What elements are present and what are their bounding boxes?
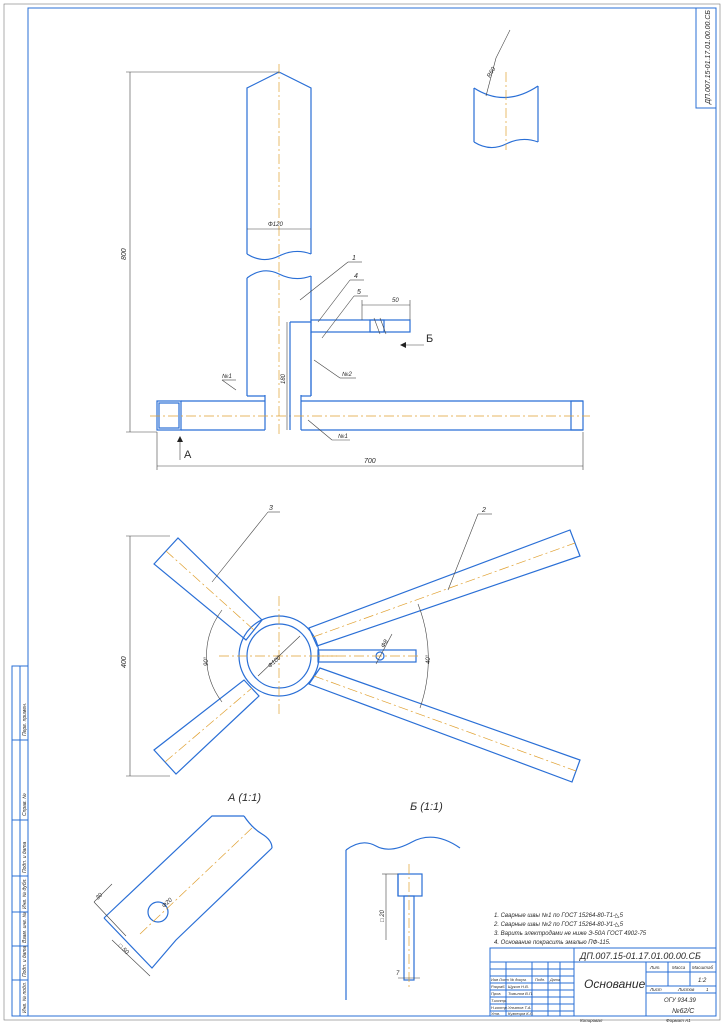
hdr-date: Дата	[549, 978, 560, 982]
leg-upper-right	[308, 529, 581, 647]
section-a-square: □ 50	[117, 943, 130, 956]
org-line1: ОГУ 934.39	[664, 998, 696, 1004]
role-0: Разраб.	[491, 984, 505, 989]
role-2: Т.контр.	[491, 998, 507, 1003]
callout-2: 2	[481, 507, 486, 514]
notes: 1. Сварные швы №1 по ГОСТ 15264-80-Т1-◺5…	[493, 912, 647, 946]
weld-1a: №1	[222, 373, 232, 380]
section-a-hole	[147, 901, 169, 923]
leg-lower-left	[153, 679, 260, 775]
role-0-name: Щукин Н.В.	[508, 984, 529, 989]
side-strip: Перв. примен. Справ. № Подп. и дата Инв.…	[11, 665, 29, 1017]
callout-1: 1	[352, 255, 356, 262]
angle-90: 90°	[204, 656, 210, 666]
role-3: Н.контр.	[491, 1005, 508, 1010]
role-1: Пров.	[491, 991, 502, 996]
corner-code-box: ДП.007.15-01.17.01.00.00.СБ	[695, 7, 717, 109]
callout-5: 5	[357, 289, 361, 296]
strip-label-5: Подп. и дата	[22, 945, 28, 977]
plan-view: 400 Ф100 90° 40° Ф8 3 2	[121, 505, 581, 783]
angle-40: 40°	[426, 654, 432, 664]
title-name: Основание	[584, 977, 646, 991]
hdr-sign: Подп.	[535, 978, 545, 982]
pin-holder	[310, 319, 411, 333]
col-mass: Масса	[672, 965, 686, 970]
hdr-ndoc: № докум.	[510, 978, 527, 982]
leg-upper-left	[153, 537, 263, 641]
dim-height: 800	[121, 248, 128, 260]
section-b-square: □ 20	[380, 909, 386, 922]
section-a-title: А (1:1)	[227, 792, 261, 804]
hdr-list: Лист	[498, 978, 509, 982]
weld-1b: №1	[338, 433, 348, 440]
section-a: А (1:1) Ф20 30 □ 50	[93, 792, 273, 977]
scale-value: 1:2	[698, 978, 707, 984]
strip-label-4: Взам. инв. №	[22, 911, 28, 943]
callout-3: 3	[269, 505, 273, 512]
section-b-pin-head	[397, 873, 423, 897]
col-scale: Масштаб	[692, 965, 713, 970]
strip-label-3: Инв. № дубл.	[22, 878, 28, 909]
strip-label-1: Справ. №	[22, 793, 28, 816]
strip-label-0: Перв. примен.	[22, 703, 28, 736]
section-b-title: Б (1:1)	[410, 801, 443, 813]
strip-label-2: Подп. и дата	[22, 841, 28, 873]
pipe-break-lower	[246, 270, 312, 280]
view-label-b: Б	[426, 333, 433, 345]
section-b-dim-7: 7	[396, 971, 400, 977]
detail-pipe-end	[473, 85, 539, 99]
sheets-value: 1	[706, 987, 709, 992]
dim-pipe-dia: Ф120	[268, 222, 283, 228]
strip-label-6: Инв. № подл.	[22, 982, 28, 1013]
dim-400: 400	[121, 656, 128, 668]
note-3: 3. Варить электродами не ниже Э-50А ГОСТ…	[494, 931, 647, 937]
role-4: Утв.	[491, 1011, 500, 1016]
note-1: 1. Сварные швы №1 по ГОСТ 15264-80-Т1-◺5	[494, 912, 624, 919]
pipe-break-upper	[246, 250, 312, 261]
base-right-end	[570, 400, 584, 431]
dim-50: 50	[392, 298, 399, 304]
title-block: ДП.007.15-01.17.01.00.00.СБ Основание Из…	[489, 947, 717, 1017]
note-2: 2. Сварные швы №2 по ГОСТ 15264-80-У1-◺5	[493, 921, 624, 928]
role-1-name: Томилов В.П.	[508, 991, 533, 996]
dim-700: 700	[364, 458, 376, 465]
org-line2: №62/С	[672, 1008, 695, 1015]
sheets-label: Листов	[677, 987, 695, 992]
base-left-end	[156, 400, 182, 431]
format-label: Формат А1	[666, 1018, 691, 1023]
copied-label: Копировал	[580, 1018, 603, 1023]
weld-2: №2	[342, 371, 352, 378]
title-doc-code: ДП.007.15-01.17.01.00.00.СБ	[579, 951, 701, 961]
col-lit: Лит.	[649, 965, 661, 970]
outer-frame	[3, 3, 721, 1021]
inner-frame	[27, 7, 717, 1017]
front-view: Ф120 50 180 800	[121, 29, 590, 470]
dim-pin-dia: Ф8	[381, 638, 391, 649]
section-a-outline	[103, 815, 244, 919]
leg-lower-right	[308, 667, 581, 783]
role-4-name: Кузнецов К.Л.	[508, 1011, 534, 1016]
note-4: 4. Основание покрасить эмалью ПФ-115.	[494, 940, 611, 946]
hdr-izm: Изм	[491, 978, 498, 982]
role-3-name: Ульянов Т.А.	[508, 1005, 532, 1010]
section-b: Б (1:1) □ 20 7	[345, 801, 461, 1000]
dim-180: 180	[281, 373, 287, 384]
sheet-label: Лист	[649, 987, 662, 992]
section-a-dim-30: 30	[95, 892, 104, 901]
view-label-a: А	[184, 449, 192, 461]
callout-4: 4	[354, 273, 358, 280]
detail-r60: R60	[487, 66, 498, 79]
corner-code: ДП.007.15-01.17.01.00.00.СБ	[705, 10, 712, 105]
dim-center-dia: Ф100	[267, 655, 282, 670]
